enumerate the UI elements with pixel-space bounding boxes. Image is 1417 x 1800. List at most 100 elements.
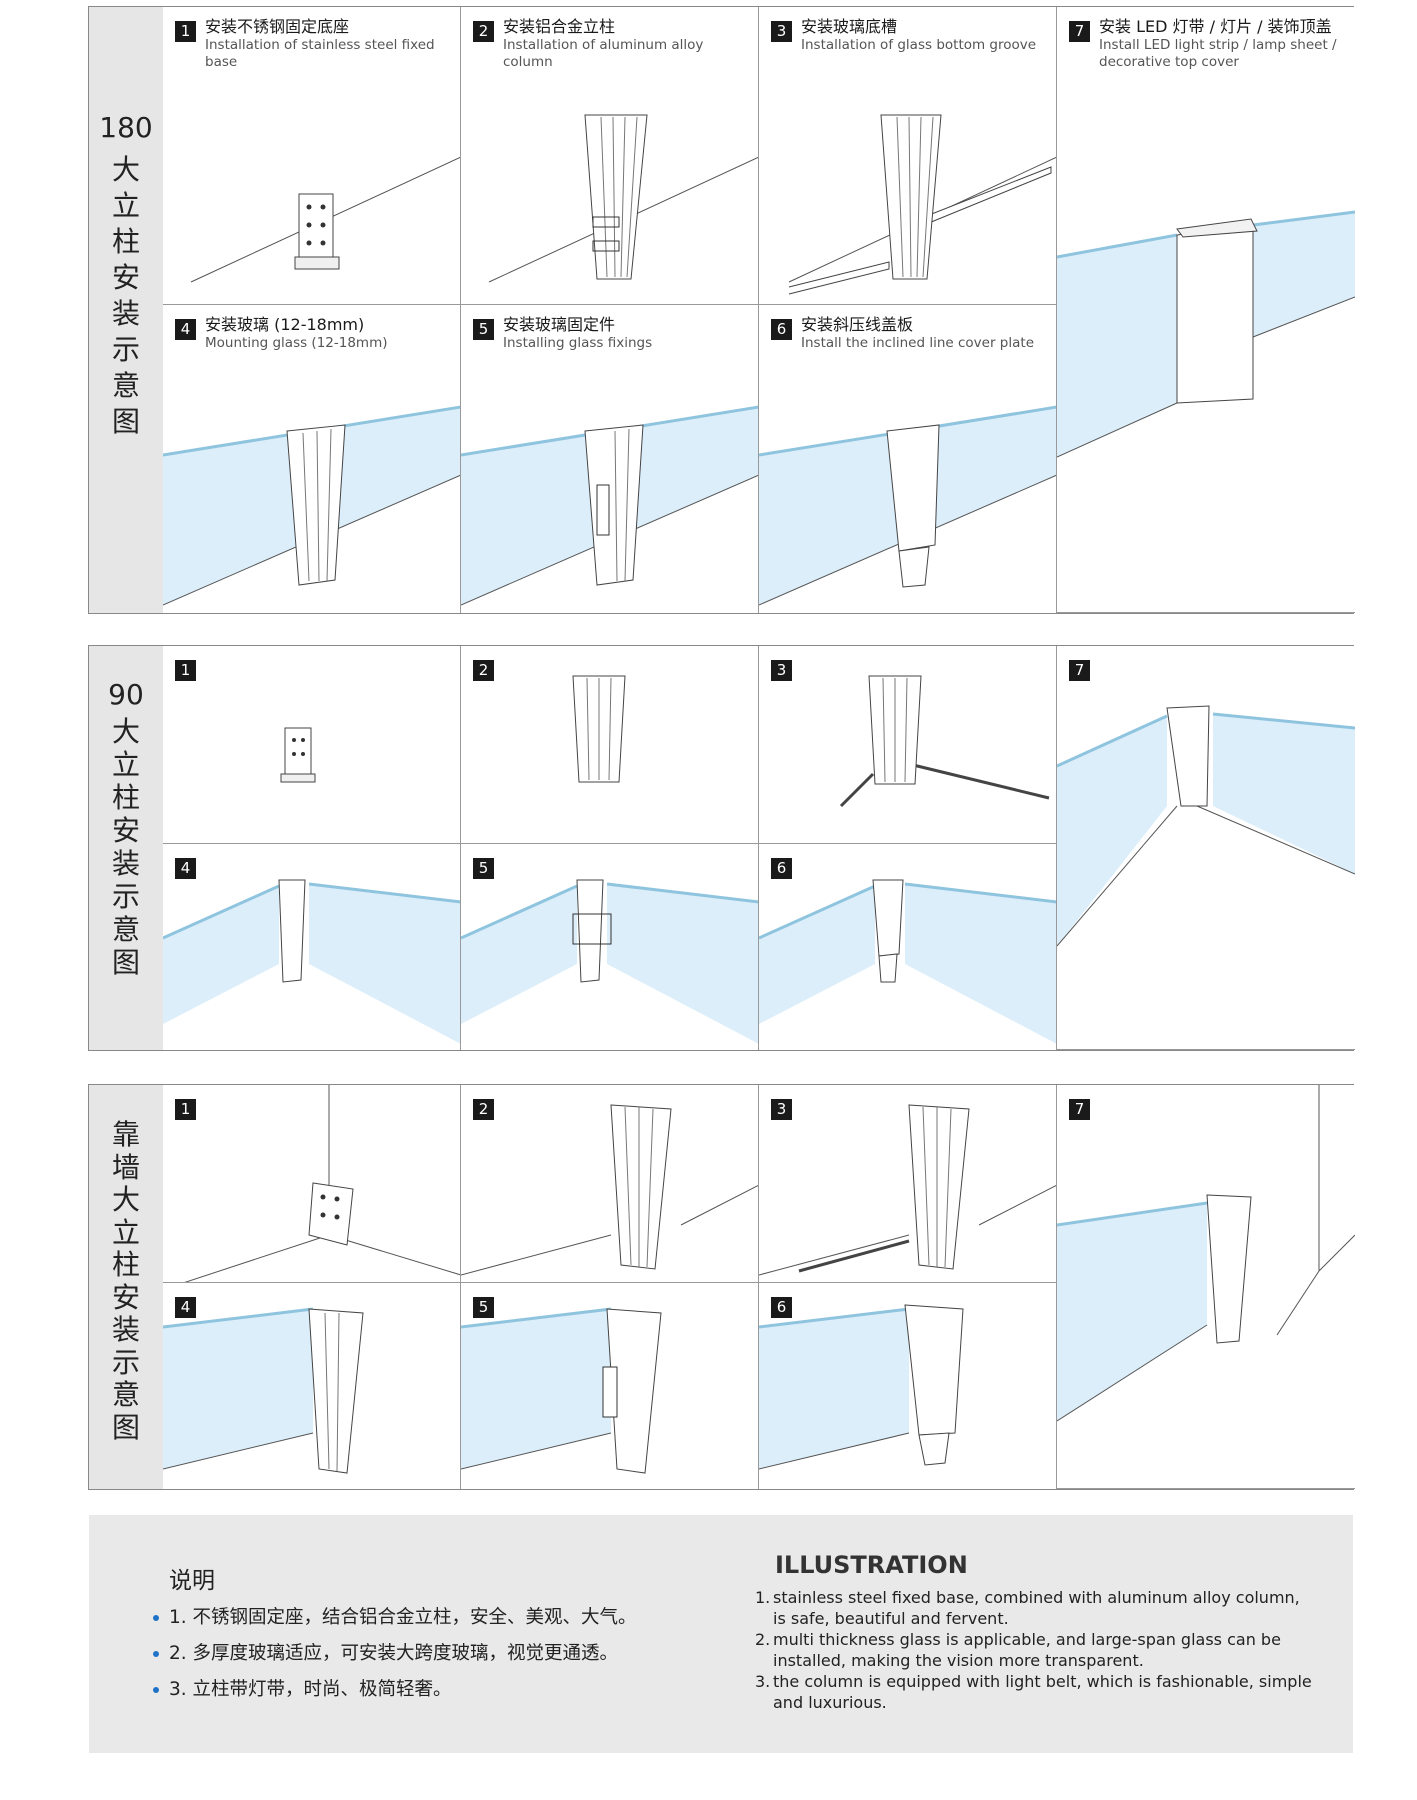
- step-title-en: Mounting glass (12-18mm): [205, 335, 388, 351]
- step-6-illustration: [759, 879, 1056, 1044]
- step-badge: 3: [771, 21, 792, 42]
- step-6-cell: 6: [759, 1283, 1057, 1489]
- step-badge: 2: [473, 1099, 494, 1120]
- step-title-cn: 安装玻璃 (12-18mm): [205, 315, 365, 334]
- step-7-cell: 7: [1057, 646, 1355, 1050]
- section-side-label: 90 大立柱安装示意图: [89, 646, 164, 1050]
- step-7-cell: 7: [1057, 1085, 1355, 1489]
- step-3-cell: 3: [759, 646, 1057, 844]
- illustration-title: ILLUSTRATION: [775, 1551, 968, 1579]
- step-4-illustration: [163, 1307, 364, 1474]
- step-badge: 7: [1069, 1099, 1090, 1120]
- section-title: 靠墙大立柱安装示意图: [111, 1118, 140, 1444]
- step-title-cn: 安装玻璃底槽: [801, 17, 898, 36]
- step-badge: 6: [771, 858, 792, 879]
- step-badge: 3: [771, 660, 792, 681]
- step-2-illustration: [488, 114, 758, 283]
- step-badge: 4: [175, 858, 196, 879]
- step-6-cell: 6: [759, 844, 1057, 1050]
- step-7-illustration: [1057, 210, 1355, 458]
- step-badge: 4: [175, 1297, 196, 1318]
- description-list-en: 1.stainless steel fixed base, combined w…: [755, 1587, 1315, 1713]
- step-badge: 1: [175, 1099, 196, 1120]
- step-badge: 6: [771, 319, 792, 340]
- step-1-illustration: [280, 727, 316, 783]
- step-6-illustration: [759, 1304, 964, 1470]
- step-badge: 4: [175, 319, 196, 340]
- step-badge: 5: [473, 1297, 494, 1318]
- step-badge: 3: [771, 1099, 792, 1120]
- step-badge: 7: [1069, 660, 1090, 681]
- step-7-illustration: [1057, 705, 1355, 947]
- step-4-cell: 4 安装玻璃 (12-18mm)Mounting glass (12-18mm): [163, 305, 461, 613]
- step-title-cn: 安装斜压线盖板: [801, 315, 914, 334]
- step-1-illustration: [190, 156, 460, 283]
- step-title-cn: 安装玻璃固定件: [503, 315, 616, 334]
- step-title-en: Installing glass fixings: [503, 335, 653, 351]
- step-2-cell: 2: [461, 646, 759, 844]
- step-title-en: Install LED light strip / lamp sheet / d…: [1099, 37, 1337, 70]
- step-5-cell: 5: [461, 1283, 759, 1489]
- step-badge: 5: [473, 319, 494, 340]
- step-5-cell: 5: [461, 844, 759, 1050]
- list-item: 1.stainless steel fixed base, combined w…: [755, 1588, 1300, 1628]
- step-badge: 1: [175, 660, 196, 681]
- step-3-illustration: [788, 114, 1056, 295]
- list-item: 3.the column is equipped with light belt…: [755, 1672, 1312, 1712]
- step-3-illustration: [759, 1104, 1056, 1276]
- step-5-illustration: [461, 879, 758, 1044]
- step-badge: 1: [175, 21, 196, 42]
- step-badge: 5: [473, 858, 494, 879]
- description-title-cn: 说明: [169, 1568, 215, 1594]
- step-title-cn: 安装 LED 灯带 / 灯片 / 装饰顶盖: [1099, 17, 1332, 36]
- step-badge: 6: [771, 1297, 792, 1318]
- bullet-icon: [153, 1615, 159, 1621]
- step-1-illustration: [184, 1085, 460, 1282]
- step-title-en: Installation of aluminum alloy column: [503, 37, 704, 70]
- bullet-icon: [153, 1651, 159, 1657]
- step-badge: 7: [1069, 21, 1090, 42]
- step-5-illustration: [461, 405, 758, 606]
- step-3-illustration: [839, 675, 1050, 808]
- description-panel: 说明 1. 不锈钢固定座，结合铝合金立柱，安全、美观、大气。 2. 多厚度玻璃适…: [89, 1515, 1353, 1753]
- section-wall: 靠墙大立柱安装示意图 1 2: [88, 1084, 1355, 1490]
- bullet-icon: [153, 1687, 159, 1693]
- step-title-en: Install the inclined line cover plate: [801, 335, 1034, 351]
- step-3-cell: 3: [759, 1085, 1057, 1283]
- step-6-illustration: [759, 405, 1056, 606]
- step-5-illustration: [461, 1307, 662, 1474]
- step-title-cn: 安装不锈钢固定底座: [205, 17, 350, 36]
- list-item: 2. 多厚度玻璃适应，可安装大跨度玻璃，视觉更通透。: [153, 1641, 637, 1677]
- step-badge: 2: [473, 21, 494, 42]
- list-item: 2.multi thickness glass is applicable, a…: [755, 1630, 1281, 1670]
- description-list-cn: 1. 不锈钢固定座，结合铝合金立柱，安全、美观、大气。 2. 多厚度玻璃适应，可…: [153, 1605, 637, 1713]
- step-1-cell: 1: [163, 646, 461, 844]
- step-badge: 2: [473, 660, 494, 681]
- step-title-en: Installation of stainless steel fixed ba…: [205, 37, 435, 70]
- section-number: 180: [99, 111, 153, 144]
- section-number: 90: [108, 678, 144, 711]
- step-7-illustration: [1057, 1085, 1355, 1422]
- step-1-cell: 1: [163, 1085, 461, 1283]
- step-4-cell: 4: [163, 844, 461, 1050]
- section-side-label: 靠墙大立柱安装示意图: [89, 1085, 164, 1489]
- section-title: 大立柱安装示意图: [111, 153, 140, 438]
- list-item: 1. 不锈钢固定座，结合铝合金立柱，安全、美观、大气。: [153, 1605, 637, 1641]
- section-side-label: 180 大立柱安装示意图: [89, 7, 164, 613]
- section-90: 90 大立柱安装示意图 1 2: [88, 645, 1355, 1051]
- step-2-illustration: [461, 1104, 758, 1276]
- step-4-cell: 4: [163, 1283, 461, 1489]
- list-item: 3. 立柱带灯带，时尚、极简轻奢。: [153, 1677, 637, 1713]
- step-2-cell: 2: [461, 1085, 759, 1283]
- step-4-illustration: [163, 879, 460, 1044]
- step-title-en: Installation of glass bottom groove: [801, 37, 1037, 53]
- step-2-illustration: [572, 675, 626, 783]
- step-title-cn: 安装铝合金立柱: [503, 17, 616, 36]
- section-title: 大立柱安装示意图: [111, 715, 140, 979]
- step-4-illustration: [163, 405, 460, 606]
